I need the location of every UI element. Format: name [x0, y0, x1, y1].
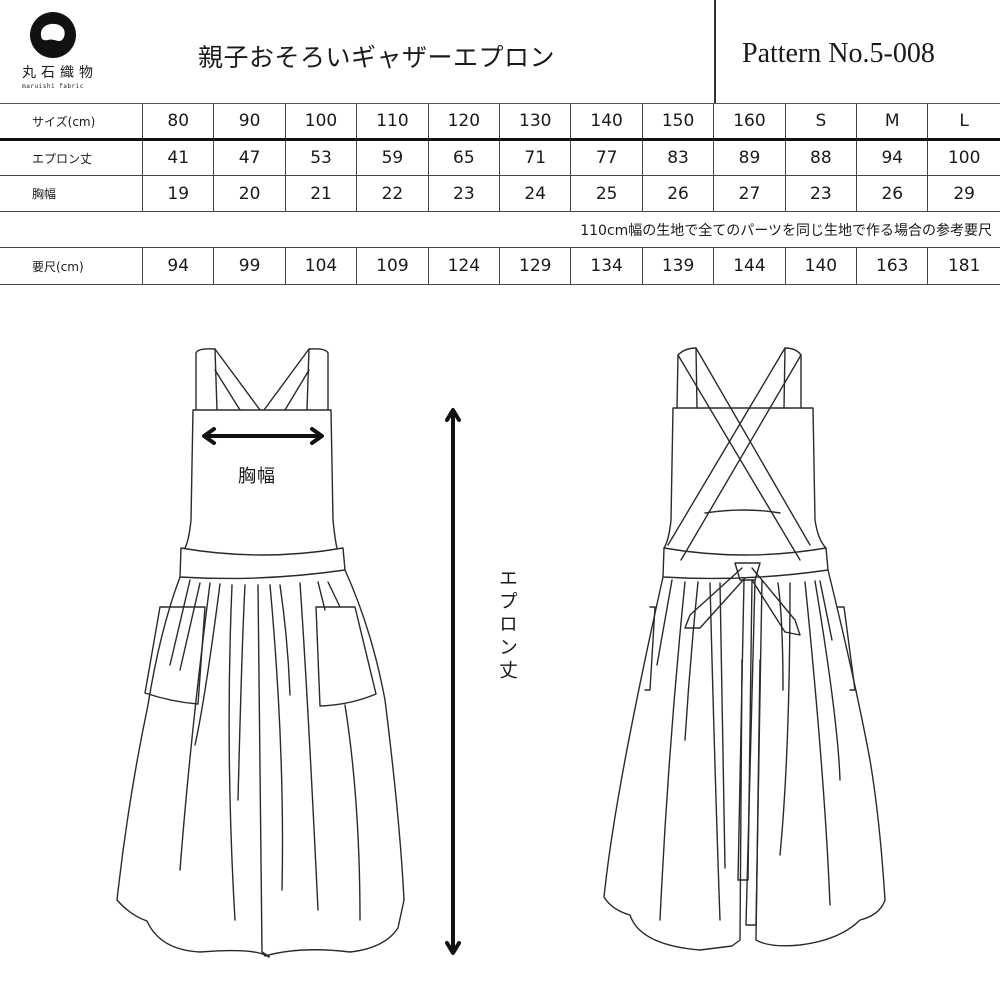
value-cell: 100: [947, 148, 981, 168]
size-cell: 150: [643, 104, 715, 138]
brand-logo: 丸石織物 maruishi fabric: [18, 10, 98, 98]
value-cell: 26: [643, 176, 715, 211]
table-row-apron-length: エプロン丈 41 47 53 59 65 71 77 83 89 88 94 1…: [0, 141, 1000, 176]
value-cell: 94: [143, 248, 215, 284]
size-cell: 120: [429, 104, 501, 138]
chest-width-label: 胸幅: [238, 466, 276, 487]
value-cell: 140: [786, 248, 858, 284]
size-cell: 80: [143, 104, 215, 138]
pattern-number: Pattern No.5-008: [742, 38, 935, 69]
value-cell: 23: [786, 176, 858, 211]
row-label: エプロン丈: [0, 141, 143, 175]
value-cell: 24: [500, 176, 572, 211]
table-row-fabric-required: 要尺(cm) 94 99 104 109 124 129 134 139 144…: [0, 248, 1000, 285]
value-cell: 124: [429, 248, 501, 284]
value-cell: 26: [857, 176, 929, 211]
brand-name-jp: 丸石織物: [22, 65, 98, 81]
size-cell: 90: [214, 104, 286, 138]
size-cell: 140: [571, 104, 643, 138]
value-cell: 89: [714, 141, 786, 175]
value-cell: 23: [429, 176, 501, 211]
page-title: 親子おそろいギャザーエプロン: [198, 43, 556, 72]
size-cell: S: [786, 104, 858, 138]
fabric-note: 110cm幅の生地で全てのパーツを同じ生地で作る場合の参考要尺: [0, 212, 1000, 248]
ring-logo-icon: [30, 12, 76, 58]
size-cell: M: [857, 104, 929, 138]
size-cell: 160: [714, 104, 786, 138]
value-cell: 19: [143, 176, 215, 211]
value-cell: 29: [953, 183, 975, 204]
row-label: サイズ(cm): [0, 104, 143, 138]
value-cell: 83: [643, 141, 715, 175]
value-cell: 144: [714, 248, 786, 284]
size-cell: 130: [500, 104, 572, 138]
value-cell: 27: [714, 176, 786, 211]
value-cell: 109: [357, 248, 429, 284]
row-label: 要尺(cm): [0, 248, 143, 284]
value-cell: 163: [857, 248, 929, 284]
value-cell: 20: [214, 176, 286, 211]
value-cell: 25: [571, 176, 643, 211]
length-arrow: [445, 408, 461, 955]
value-cell: 94: [857, 141, 929, 175]
value-cell: 129: [500, 248, 572, 284]
size-cell: L: [959, 111, 969, 131]
value-cell: 88: [786, 141, 858, 175]
size-cell: 110: [357, 104, 429, 138]
size-header-row: サイズ(cm) 80 90 100 110 120 130 140 150 16…: [0, 103, 1000, 141]
value-cell: 134: [571, 248, 643, 284]
table-row-chest-width: 胸幅 19 20 21 22 23 24 25 26 27 23 26 29: [0, 176, 1000, 212]
value-cell: 21: [286, 176, 358, 211]
value-cell: 53: [286, 141, 358, 175]
value-cell: 99: [214, 248, 286, 284]
value-cell: 41: [143, 141, 215, 175]
value-cell: 65: [429, 141, 501, 175]
value-cell: 47: [214, 141, 286, 175]
apron-length-label: エプロン丈: [496, 568, 518, 683]
header-divider: [714, 0, 716, 103]
apron-illustration: 胸幅 エプロン丈: [0, 300, 1000, 1000]
value-cell: 139: [643, 248, 715, 284]
front-view: [116, 348, 405, 958]
value-cell: 104: [286, 248, 358, 284]
size-cell: 100: [286, 104, 358, 138]
row-label: 胸幅: [0, 176, 143, 211]
header: 丸石織物 maruishi fabric 親子おそろいギャザーエプロン Patt…: [0, 0, 1000, 103]
brand-name-en: maruishi fabric: [22, 83, 84, 90]
chest-width-arrow: [202, 427, 324, 445]
value-cell: 181: [947, 256, 981, 276]
value-cell: 71: [500, 141, 572, 175]
value-cell: 59: [357, 141, 429, 175]
value-cell: 77: [571, 141, 643, 175]
value-cell: 22: [357, 176, 429, 211]
back-view: [603, 347, 886, 951]
